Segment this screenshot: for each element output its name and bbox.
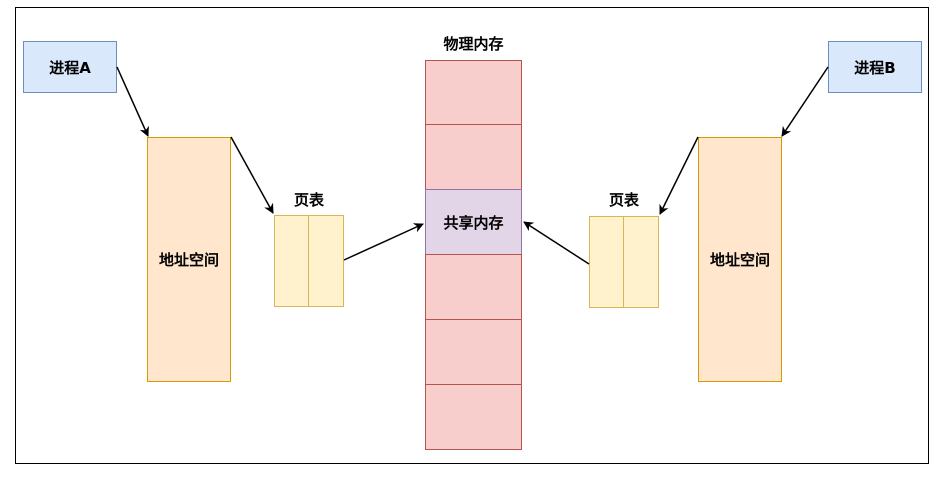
page-table-right-cell-2 (623, 216, 659, 308)
address-space-right-label: 地址空间 (709, 251, 770, 269)
process-b-box: 进程B (828, 41, 922, 93)
arrow-process-a-to-address (116, 66, 149, 137)
arrow-process-b-to-address (781, 66, 829, 137)
page-table-left-cell-2 (308, 215, 344, 307)
shared-memory-label: 共享内存 (443, 214, 504, 232)
address-space-right: 地址空间 (698, 137, 782, 382)
process-a-box: 进程A (23, 41, 117, 93)
diagram-frame (15, 7, 929, 464)
memory-block-4 (425, 319, 522, 386)
page-table-right-title: 页表 (608, 191, 639, 209)
arrow-page-table-right-to-shared (523, 221, 590, 265)
page-table-left-title: 页表 (293, 191, 324, 209)
address-space-left: 地址空间 (147, 137, 231, 382)
address-space-left-label: 地址空间 (158, 251, 219, 269)
physical-memory-title: 物理内存 (443, 35, 504, 53)
arrow-page-table-left-to-shared (343, 223, 424, 261)
memory-block-1 (425, 60, 522, 126)
memory-block-2 (425, 124, 522, 191)
process-b-label: 进程B (854, 58, 896, 77)
process-a-label: 进程A (49, 58, 91, 77)
arrow-address-left-to-page-table (230, 136, 274, 214)
memory-block-5 (425, 384, 522, 450)
arrow-address-right-to-page-table (659, 136, 699, 215)
memory-block-3 (425, 254, 522, 321)
